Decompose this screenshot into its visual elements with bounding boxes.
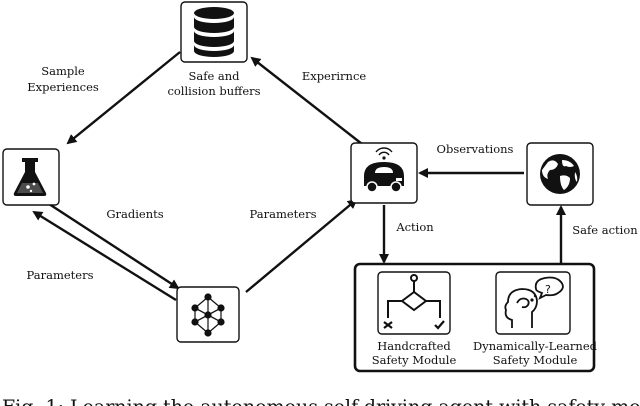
autonomous-car-icon bbox=[364, 147, 404, 193]
head-thinking-icon: ? bbox=[504, 276, 564, 328]
edge-label-sample-1: Sample bbox=[41, 64, 85, 78]
edge-label-parameters-left: Parameters bbox=[27, 268, 94, 282]
edge-label-observations: Observations bbox=[437, 142, 514, 156]
learned-label-1: Dynamically-Learned bbox=[473, 339, 598, 353]
handcrafted-module: Handcrafted Safety Module bbox=[372, 271, 457, 367]
handcrafted-label-2: Safety Module bbox=[372, 353, 457, 367]
globe-icon bbox=[540, 154, 580, 194]
learned-label-2: Safety Module bbox=[493, 353, 578, 367]
safety-container: Handcrafted Safety Module ? Dynamically-… bbox=[353, 262, 598, 373]
edge-label-sample-2: Experiences bbox=[27, 80, 99, 94]
neural-network-icon bbox=[191, 293, 225, 337]
arrow-network-to-learner bbox=[32, 210, 177, 302]
arrow-vehicle-to-buffers bbox=[250, 56, 363, 145]
flowchart-icon bbox=[383, 274, 445, 330]
buffers-label-2: collision buffers bbox=[167, 84, 260, 98]
edge-label-parameters-right: Parameters bbox=[250, 207, 317, 221]
buffers-node: Safe and collision buffers bbox=[167, 1, 261, 98]
arrow-buffers-to-learner bbox=[66, 51, 181, 145]
figure-caption: Fig. 1: Learning the autonomous self-dri… bbox=[2, 396, 640, 406]
buffers-label-1: Safe and bbox=[188, 69, 240, 83]
learner-node bbox=[2, 148, 60, 206]
arrow-network-to-vehicle bbox=[245, 198, 358, 293]
handcrafted-label-1: Handcrafted bbox=[377, 339, 451, 353]
edge-label-experience: Experirnce bbox=[302, 69, 367, 83]
edge-label-action: Action bbox=[395, 220, 434, 234]
flask-icon bbox=[13, 158, 47, 196]
svg-text:?: ? bbox=[545, 283, 551, 296]
network-node bbox=[176, 286, 240, 343]
world-node bbox=[526, 142, 594, 206]
edge-label-safe-action: Safe action bbox=[572, 223, 638, 237]
edge-label-gradients: Gradients bbox=[106, 207, 163, 221]
database-icon bbox=[194, 7, 234, 57]
learned-module: ? Dynamically-Learned Safety Module bbox=[473, 271, 598, 367]
arrow-learner-to-network bbox=[45, 200, 180, 290]
vehicle-node bbox=[350, 142, 418, 204]
